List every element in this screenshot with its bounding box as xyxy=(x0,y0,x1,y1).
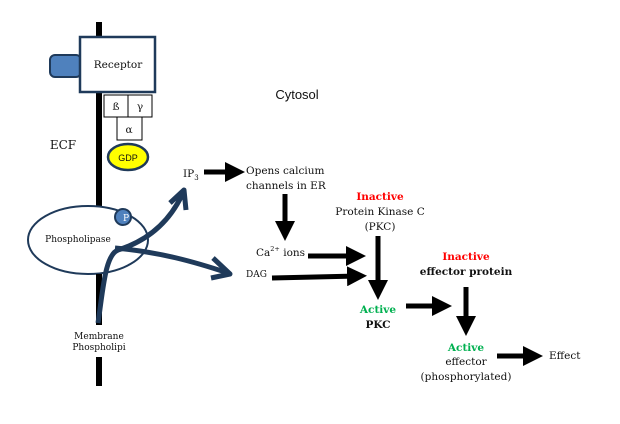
gdp-label: GDP xyxy=(118,153,138,163)
effect-label: Effect xyxy=(549,350,581,362)
membrane-phospholipid-label-1: Membrane xyxy=(74,332,124,342)
receptor-tab xyxy=(49,54,82,78)
membrane-phospholipid-label-2: Phospholipi xyxy=(72,343,125,353)
curved-arrowhead-dag xyxy=(210,256,233,281)
gamma-label: γ xyxy=(137,101,143,113)
dag-label: DAG xyxy=(246,270,267,280)
pkc-active-name: PKC xyxy=(365,319,390,331)
opens-calcium-label-2: channels in ER xyxy=(246,180,327,192)
ip3-label: IP3 xyxy=(183,168,199,182)
phosphate-circle xyxy=(114,208,132,226)
phosphate-label: P xyxy=(123,214,129,224)
pkc-name-label-1: Protein Kinase C xyxy=(335,206,425,218)
beta-label: ß xyxy=(112,101,119,113)
effector-label: effector xyxy=(445,356,487,368)
gdp-ellipse xyxy=(106,142,150,172)
calcium-ions-label: Ca2+ ions xyxy=(256,245,305,259)
effector-active-label: Active xyxy=(447,342,484,354)
alpha-subunit xyxy=(116,116,143,141)
arrow-dag-to-pkc xyxy=(271,266,367,287)
curved-arrow-to-dag xyxy=(114,245,229,276)
phosphorylated-label: (phosphorylated) xyxy=(421,371,512,383)
ecf-label: ECF xyxy=(50,138,76,152)
curved-arrowhead-ip3 xyxy=(168,187,189,211)
receptor-box xyxy=(78,35,157,94)
cytosol-label: Cytosol xyxy=(275,87,318,102)
opens-calcium-label-1: Opens calcium xyxy=(246,165,325,177)
effector-protein-label: effector protein xyxy=(420,266,513,278)
effector-inactive-label: Inactive xyxy=(442,251,490,263)
pkc-name-label-2: (PKC) xyxy=(365,221,396,233)
pkc-inactive-label: Inactive xyxy=(356,191,404,203)
pkc-active-label: Active xyxy=(359,304,396,316)
phospholipase-label: Phospholipase xyxy=(45,235,111,245)
receptor-label: Receptor xyxy=(94,59,143,71)
alpha-label: α xyxy=(125,124,132,136)
